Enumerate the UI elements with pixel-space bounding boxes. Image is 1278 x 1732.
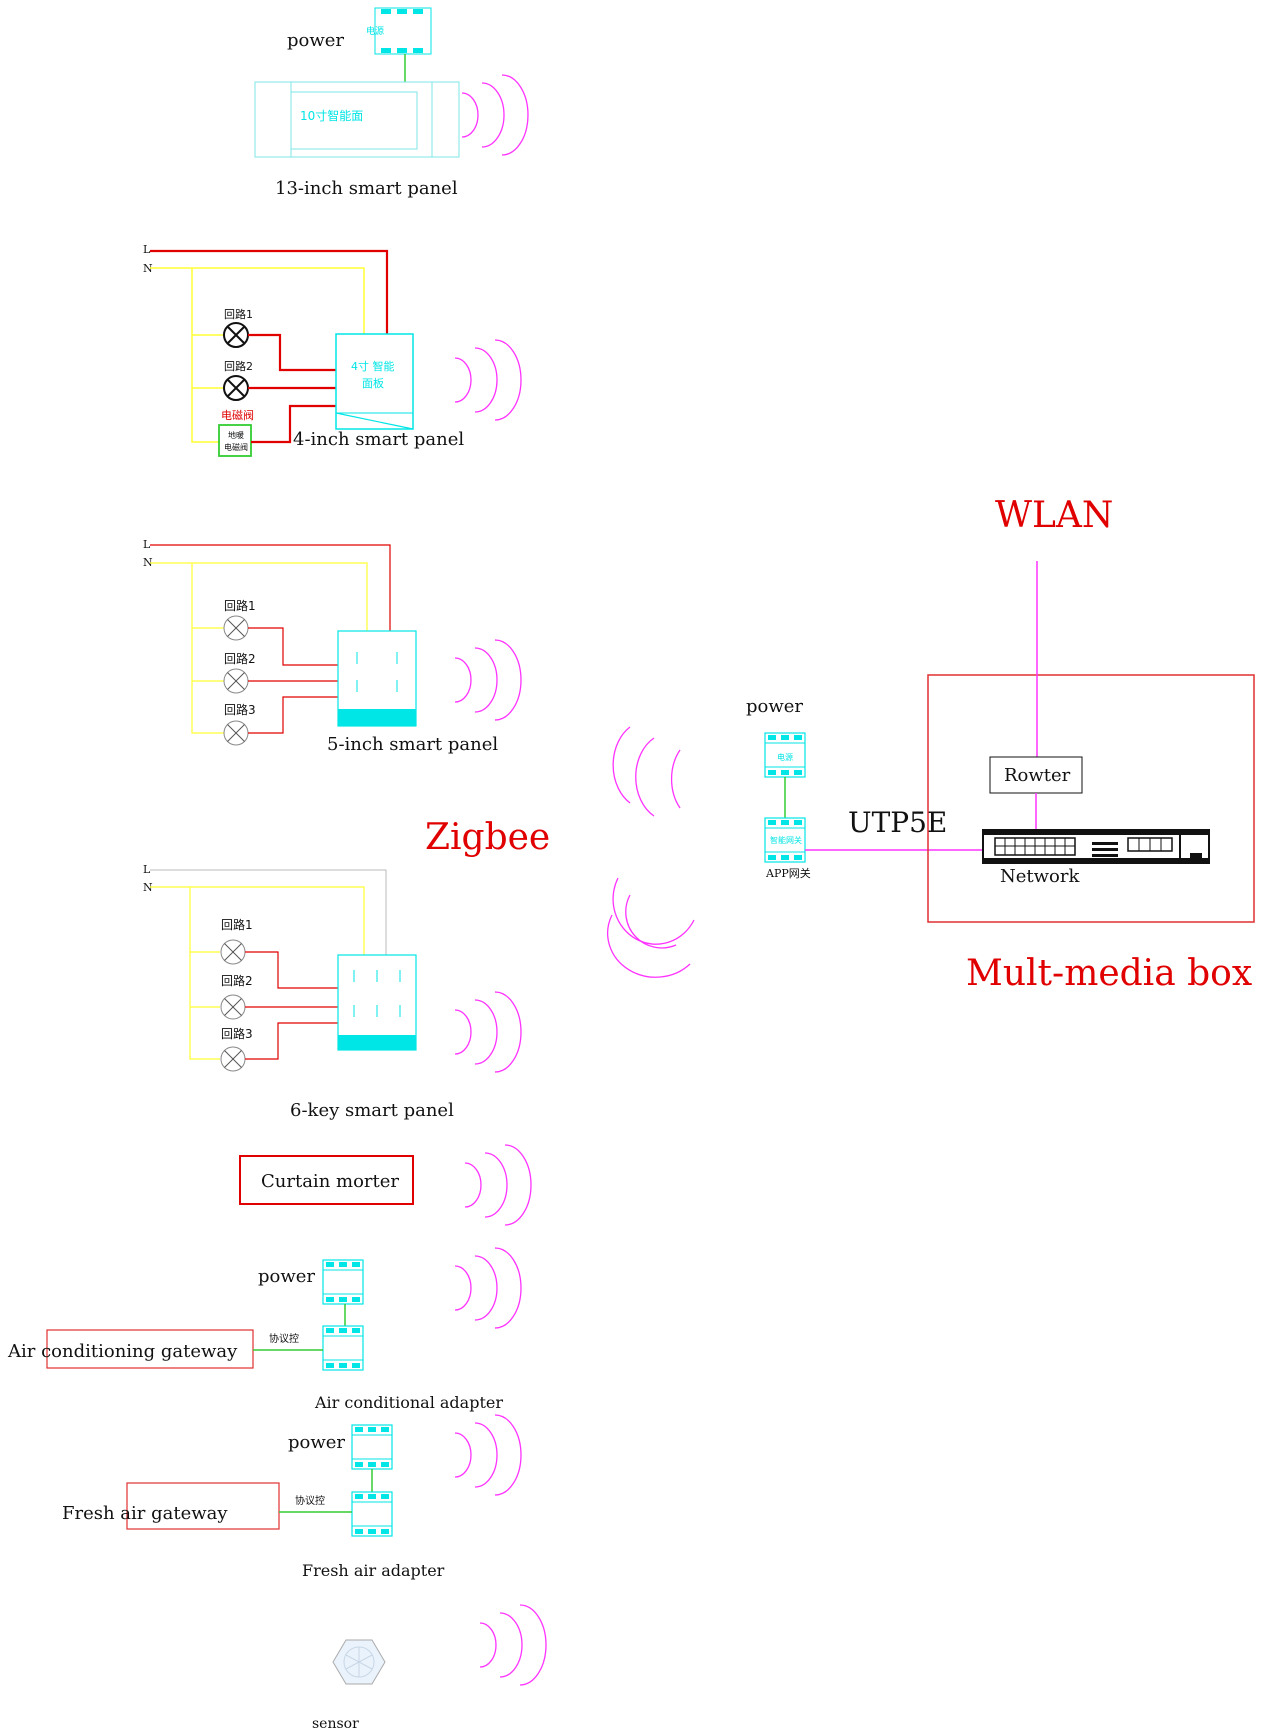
lamp-icon [220,939,246,965]
fresh-adapter-device [351,1491,393,1537]
app-gateway-label: APP网关 [765,866,811,880]
panel5-device [337,630,417,727]
wireless-signal-icon [454,1414,522,1496]
panel6-caption: 6-key smart panel [290,1100,454,1121]
panel4-inner-text2: 面板 [362,376,384,390]
gateway-device-text: 智能网关 [770,835,802,845]
wireless-signal-icon [461,74,529,156]
fresh-adapter-caption: Fresh air adapter [302,1561,445,1580]
zigbee-hub-group: Zigbee power 电源 智能网关 APP网关 UTP5E [425,696,983,978]
lamp-icon [220,994,246,1020]
power-supply-icon: 电源 [366,7,432,55]
panel4-caption: 4-inch smart panel [293,429,464,450]
wireless-signal-icon [612,726,681,817]
ac-adapter-group: power Air conditioning gateway 协议控 Air c… [7,1247,522,1412]
panel4-loop2-label: 回路2 [224,360,253,373]
curtain-group: Curtain morter [239,1144,532,1226]
sensor-group: sensor [312,1604,547,1732]
panel6-group: L N 回路1 回路2 回路3 6-key smart panel [143,863,522,1121]
router-box [989,756,1083,794]
curtain-label: Curtain morter [261,1171,399,1192]
panel6-N-label: N [143,881,153,894]
panel6-L-label: L [143,863,151,876]
panel13-power-label: power [287,30,344,51]
zigbee-label: Zigbee [425,817,550,858]
panel4-N-label: N [143,262,153,275]
lamp-icon [223,375,249,401]
ac-adapter-device [322,1325,364,1371]
sensor-label: sensor [312,1716,359,1732]
wlan-label: WLAN [995,495,1113,536]
panel6-device [337,954,417,1051]
panel6-loop3-label: 回路3 [221,1026,253,1041]
power-supply-icon [322,1259,364,1305]
power-supply-icon [351,1424,393,1470]
panel4-L-label: L [143,243,151,256]
lamp-icon [220,1046,246,1072]
fresh-adapter-group: power Fresh air gateway 协议控 Fresh air ad… [62,1414,522,1580]
panel4-inner-text1: 4寸 智能 [351,359,395,373]
fresh-gateway-label: Fresh air gateway [62,1503,228,1524]
multimedia-box-group: WLAN Rowter Net [927,495,1255,994]
sensor-icon [332,1639,386,1685]
wireless-signal-icon [479,1604,547,1686]
panel5-loop3-label: 回路3 [224,702,256,717]
ac-protocol-label: 协议控 [269,1332,299,1345]
panel5-group: L N 回路1 回路2 回路3 5-inch smart panel [143,538,522,755]
panel13-inner-text: 10寸智能面 [300,108,363,123]
wireless-signal-icon [464,1144,532,1226]
wireless-signal-icon [454,639,522,721]
network-switch-icon [982,829,1210,864]
panel13-group: power 电源 10寸智能面 13-inch smart panel [254,7,529,199]
ac-gateway-label: Air conditioning gateway [7,1341,238,1362]
panel5-loop1-label: 回路1 [224,598,256,613]
network-label: Network [1000,866,1080,887]
panel4-group: L N 回路1 回路2 电磁阀 地暖 电磁阀 4寸 智能 面板 4-inch s… [143,243,522,457]
panel13-psu-text: 电源 [366,25,384,37]
panel4-device: 4寸 智能 面板 [335,333,414,430]
panel13-device: 10寸智能面 [254,81,460,158]
lamp-icon [223,668,249,694]
wireless-signal-icon [454,991,522,1073]
fresh-protocol-label: 协议控 [295,1494,325,1507]
panel6-loop1-label: 回路1 [221,917,253,932]
wireless-signal-icon [607,877,695,978]
lamp-icon [223,720,249,746]
gateway-psu-text: 电源 [777,752,793,762]
multimedia-box-label: Mult-media box [966,953,1252,994]
panel5-loop2-label: 回路2 [224,651,256,666]
panel6-loop2-label: 回路2 [221,973,253,988]
floor-heating-valve [218,424,252,457]
panel5-L-label: L [143,538,151,551]
ac-adapter-caption: Air conditional adapter [314,1393,503,1412]
router-label: Rowter [1004,765,1071,786]
panel4-loop1-label: 回路1 [224,308,253,321]
panel4-valve-label: 电磁阀 [221,408,254,422]
wireless-signal-icon [454,339,522,421]
multimedia-box-frame [927,674,1255,923]
wireless-signal-icon [454,1247,522,1329]
valve-box-line1: 地暖 [228,430,244,440]
lamp-icon [223,322,249,348]
panel5-N-label: N [143,556,153,569]
utp5e-label: UTP5E [848,806,947,839]
gateway-power-label: power [746,696,803,717]
lamp-icon [223,615,249,641]
panel5-caption: 5-inch smart panel [327,734,498,755]
fresh-power-label: power [288,1432,345,1453]
ac-power-label: power [258,1266,315,1287]
panel13-caption: 13-inch smart panel [275,178,458,199]
valve-box-line2: 电磁阀 [224,442,248,452]
